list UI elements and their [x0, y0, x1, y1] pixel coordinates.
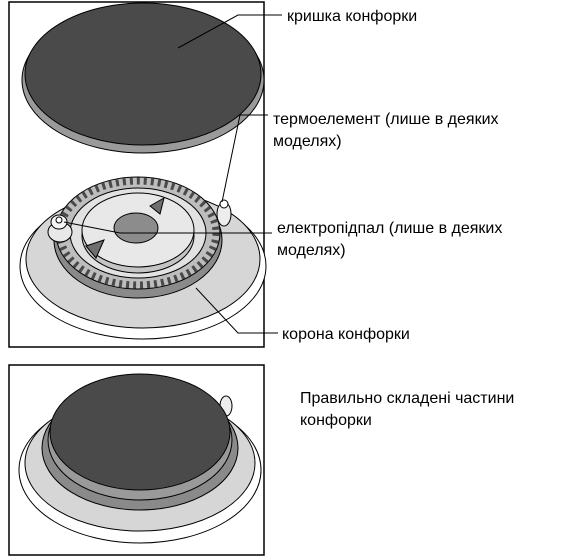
label-ignitor-line2: моделях) [277, 242, 346, 259]
leader-cap [177, 14, 282, 49]
ignitor-illustration [47, 214, 73, 243]
label-cap: кришка конфорки [287, 8, 417, 25]
burner-cap-illustration [21, 2, 265, 154]
thermocouple-illustration [216, 199, 232, 227]
leader-thermocouple [221, 114, 268, 203]
assembled-caption: Правильно складені частини конфорки [300, 390, 514, 429]
leader-lines [63, 14, 282, 334]
assembled-caption-line2: конфорки [300, 412, 372, 429]
part-labels: кришка конфорки термоелемент (лише в дея… [273, 8, 502, 343]
leader-crown [195, 287, 278, 334]
leader-ignitor [63, 221, 272, 234]
label-thermocouple-line1: термоелемент (лише в деяких [273, 111, 499, 128]
assembled-burner-illustration [18, 373, 262, 544]
burner-crown-illustration [53, 176, 223, 299]
label-ignitor-line1: електропідпал (лише в деяких [277, 220, 502, 237]
label-crown: корона конфорки [282, 326, 410, 343]
assembled-view-panel [8, 364, 265, 556]
assembled-caption-line1: Правильно складені частини [300, 390, 514, 407]
label-thermocouple-line2: моделях) [273, 133, 342, 150]
exploded-view-panel [8, 1, 282, 348]
